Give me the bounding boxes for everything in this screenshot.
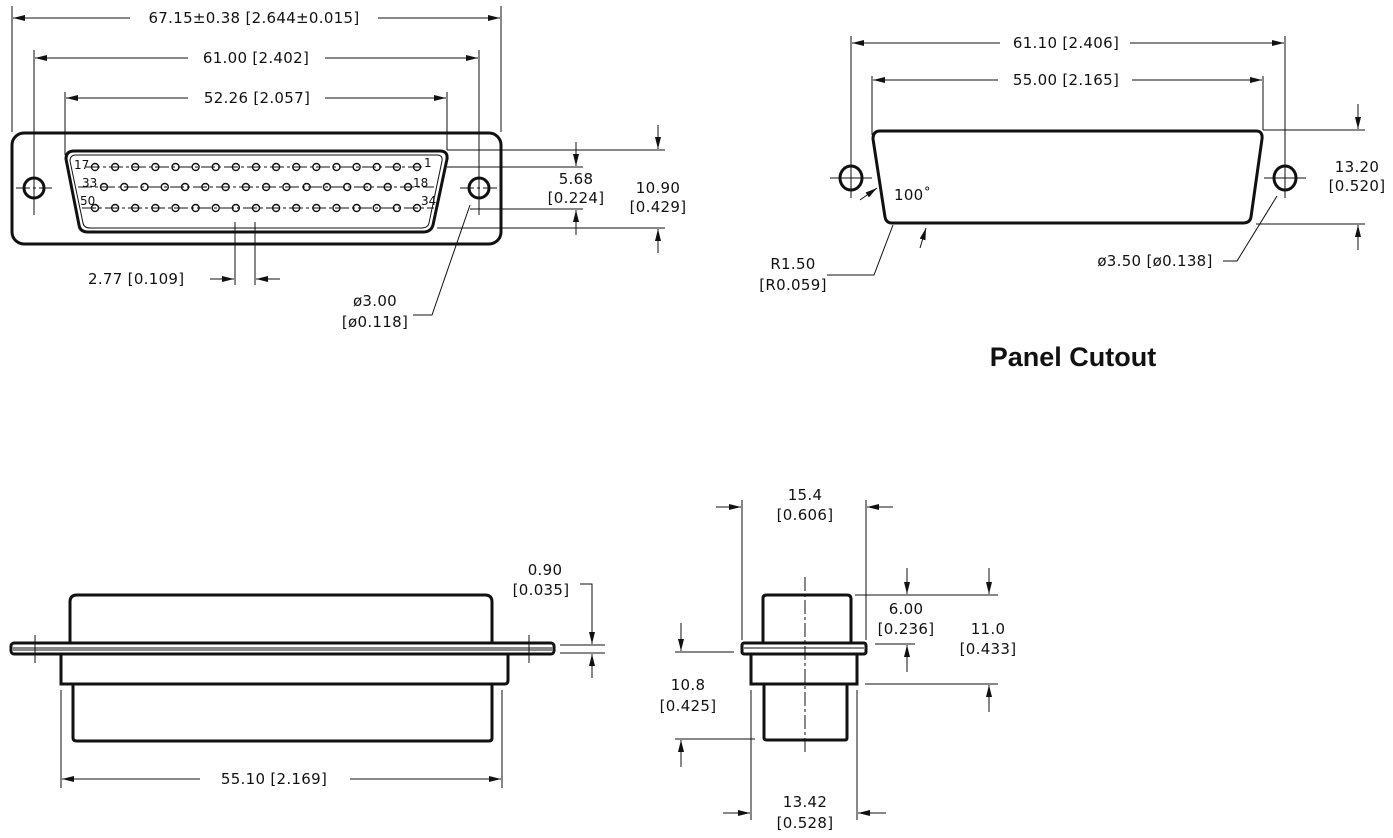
pin-label-18: 18: [413, 176, 428, 190]
hole-dia-in: [ø0.118]: [342, 313, 408, 331]
angle-dim: 100˚: [894, 186, 931, 204]
end-total-height-in: [0.433]: [960, 640, 1017, 658]
row-pitch-in: [0.224]: [548, 189, 605, 207]
cutout-height-mm: 13.20: [1335, 158, 1379, 176]
cutout-width-dim: 55.00 [2.165]: [1013, 71, 1119, 89]
d-shell-outer: [64, 149, 449, 234]
side-view: 55.10 [2.169] 0.90 [0.035]: [9, 561, 605, 788]
hole-spacing-dim: 61.00 [2.402]: [203, 49, 309, 67]
end-rear-height-mm: 10.8: [671, 676, 706, 694]
flange-thickness-mm: 0.90: [528, 561, 563, 579]
pin-label-34: 34: [421, 194, 436, 208]
pin-pitch-dim: 2.77 [0.109]: [88, 270, 184, 288]
end-flange-width-mm: 15.4: [788, 486, 823, 504]
cutout-outline: [871, 129, 1264, 225]
end-rear-body: [749, 652, 859, 686]
shell-height-mm: 10.90: [636, 179, 680, 197]
pin-label-33: 33: [82, 176, 97, 190]
shell-height-in: [0.429]: [630, 198, 687, 216]
body-width-dim: 55.10 [2.169]: [221, 770, 327, 788]
hole-dia-mm: ø3.00: [353, 292, 397, 310]
end-rear-height-in: [0.425]: [660, 697, 717, 715]
pin-label-50: 50: [80, 194, 95, 208]
radius-in: [R0.059]: [759, 276, 826, 294]
shell-width-dim: 52.26 [2.057]: [204, 89, 310, 107]
end-flange-width-in: [0.606]: [777, 506, 834, 524]
side-rear-shell: [71, 684, 494, 743]
end-body-width-in: [0.528]: [777, 814, 834, 832]
front-view: 67.15±0.38 [2.644±0.015] 61.00 [2.402] 5…: [10, 6, 687, 331]
pin-label-17: 17: [74, 158, 89, 172]
end-front-height-mm: 6.00: [889, 600, 924, 618]
end-view: 15.4 [0.606] 6.00 [0.236] 11.0 [0.433] 1…: [660, 486, 1017, 832]
panel-cutout-view: 61.10 [2.406] 55.00 [2.165] 13.20 [0.520…: [759, 34, 1385, 372]
end-body-width-mm: 13.42: [783, 793, 827, 811]
end-front-height-in: [0.236]: [878, 620, 935, 638]
pin-label-1: 1: [424, 156, 432, 170]
end-rear-shell: [762, 684, 849, 742]
side-rear-body: [59, 654, 510, 686]
flange-thickness-in: [0.035]: [513, 581, 570, 599]
end-front-shell: [761, 593, 853, 643]
flange-outline: [10, 131, 503, 246]
cutout-height-in: [0.520]: [1329, 177, 1386, 195]
end-total-height-mm: 11.0: [971, 620, 1006, 638]
cutout-hole-spacing-dim: 61.10 [2.406]: [1013, 34, 1119, 52]
row-pitch-mm: 5.68: [559, 170, 594, 188]
panel-cutout-title: Panel Cutout: [990, 342, 1157, 372]
side-front-shell: [68, 593, 494, 643]
radius-mm: R1.50: [770, 255, 815, 273]
overall-width-dim: 67.15±0.38 [2.644±0.015]: [148, 9, 359, 27]
cutout-hole-dia: ø3.50 [ø0.138]: [1097, 252, 1212, 270]
side-flange: [9, 641, 556, 656]
